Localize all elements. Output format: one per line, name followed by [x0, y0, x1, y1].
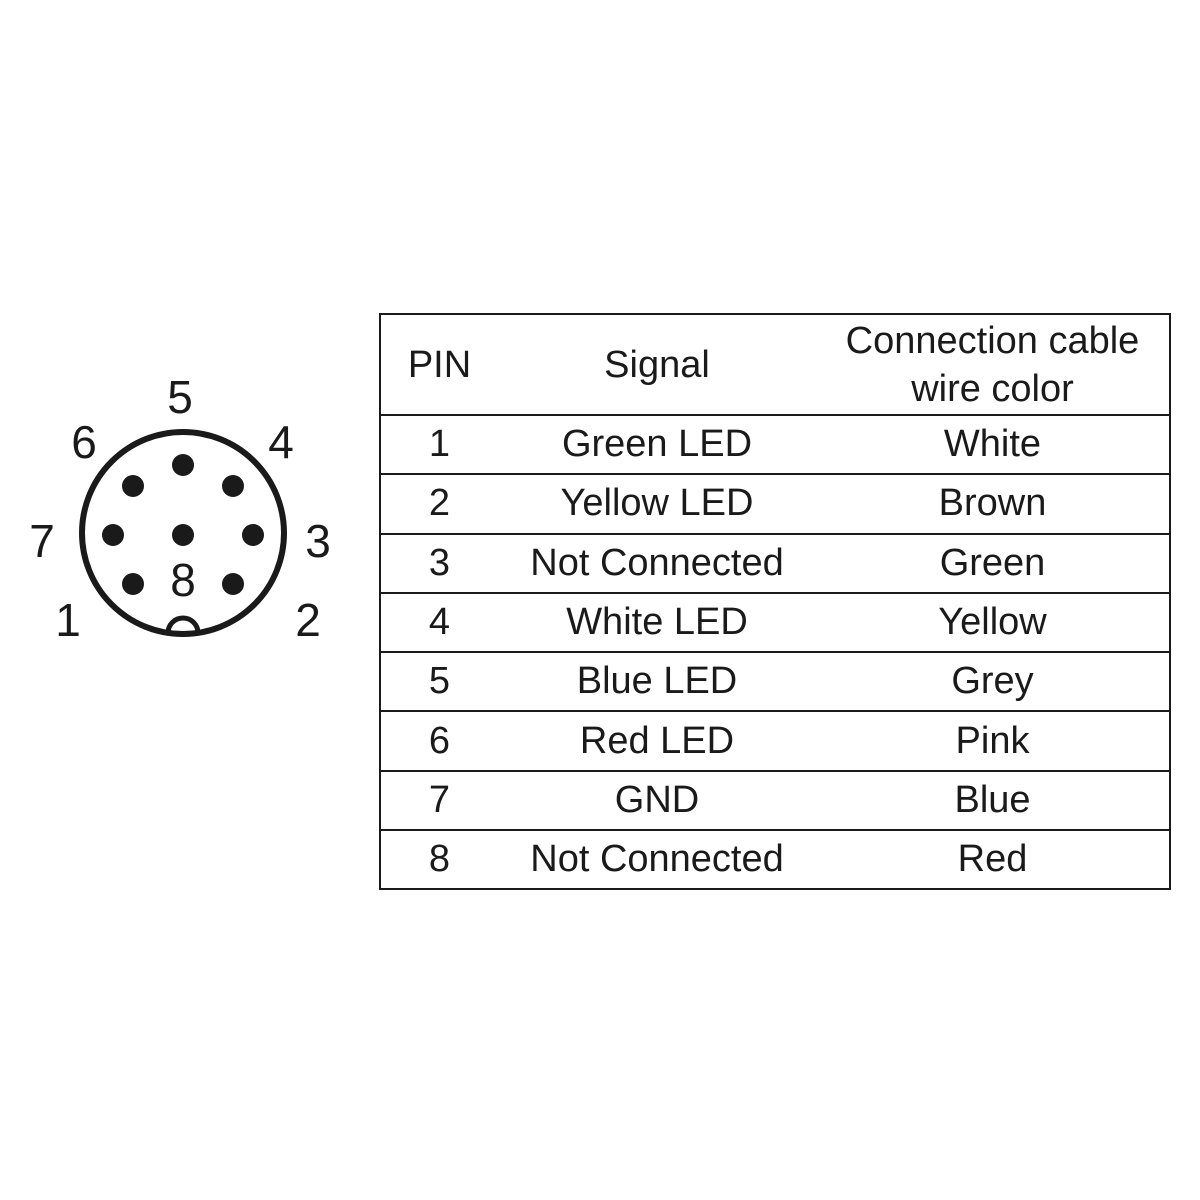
- header-wire-color-line1: Connection cable: [845, 319, 1140, 362]
- cell-signal: Not Connected: [498, 532, 816, 593]
- cell-pin: 4: [380, 591, 498, 653]
- header-signal: Signal: [604, 343, 710, 386]
- cell-pin: 2: [380, 473, 498, 534]
- pin-dot-8: [172, 524, 194, 546]
- cell-pin: 6: [380, 710, 498, 771]
- pin-assignment-table: PIN Signal Connection cable wire color 1…: [379, 313, 1171, 891]
- header-wire-color: Connection cable wire color: [816, 314, 1170, 415]
- table-row: 1 Green LED White: [380, 413, 1170, 475]
- connector-key-notch: [165, 615, 201, 634]
- cell-pin: 8: [380, 829, 498, 890]
- cell-wire-color: Brown: [816, 473, 1170, 534]
- cell-wire-color: Blue: [816, 769, 1170, 831]
- table-row: 8 Not Connected Red: [380, 829, 1170, 890]
- cell-signal: GND: [498, 769, 816, 831]
- pin-dot-1: [122, 573, 144, 595]
- table-header-row: PIN Signal Connection cable wire color: [380, 314, 1170, 415]
- table-row: 3 Not Connected Green: [380, 532, 1170, 593]
- table-row: 2 Yellow LED Brown: [380, 473, 1170, 534]
- table-row: 6 Red LED Pink: [380, 710, 1170, 771]
- cell-wire-color: Pink: [816, 710, 1170, 771]
- table-row: 5 Blue LED Grey: [380, 651, 1170, 712]
- cell-wire-color: Green: [816, 532, 1170, 593]
- cell-pin: 5: [380, 651, 498, 712]
- header-pin: PIN: [407, 343, 472, 386]
- cell-signal: Red LED: [498, 710, 816, 771]
- pin-label-4: 4: [268, 416, 294, 468]
- cell-pin: 1: [380, 413, 498, 475]
- cell-signal: White LED: [498, 591, 816, 653]
- connector-pinout-diagram: 1 2 3 4 5 6 7 8: [29, 371, 331, 646]
- pin-dot-7: [102, 524, 124, 546]
- table-row: 4 White LED Yellow: [380, 591, 1170, 653]
- pin-dot-5: [172, 454, 194, 476]
- table-row: 7 GND Blue: [380, 769, 1170, 831]
- pin-label-8: 8: [170, 554, 196, 606]
- pin-label-1: 1: [55, 594, 81, 646]
- pin-label-3: 3: [305, 515, 331, 567]
- pin-dot-4: [222, 475, 244, 497]
- cell-wire-color: Red: [816, 829, 1170, 890]
- cell-signal: Not Connected: [498, 829, 816, 890]
- cell-signal: Blue LED: [498, 651, 816, 712]
- pin-label-6: 6: [71, 416, 97, 468]
- connector-outline: [79, 429, 287, 637]
- cell-signal: Yellow LED: [498, 473, 816, 534]
- cell-wire-color: White: [816, 413, 1170, 475]
- cell-pin: 7: [380, 769, 498, 831]
- pin-dot-3: [242, 524, 264, 546]
- pin-label-5: 5: [167, 371, 193, 423]
- pin-label-2: 2: [295, 594, 321, 646]
- pin-dot-2: [222, 573, 244, 595]
- pin-dot-6: [122, 475, 144, 497]
- header-wire-color-line2: wire color: [911, 367, 1074, 410]
- cell-wire-color: Grey: [816, 651, 1170, 712]
- cell-signal: Green LED: [498, 413, 816, 475]
- cell-pin: 3: [380, 532, 498, 593]
- pin-label-7: 7: [29, 515, 55, 567]
- cell-wire-color: Yellow: [816, 591, 1170, 653]
